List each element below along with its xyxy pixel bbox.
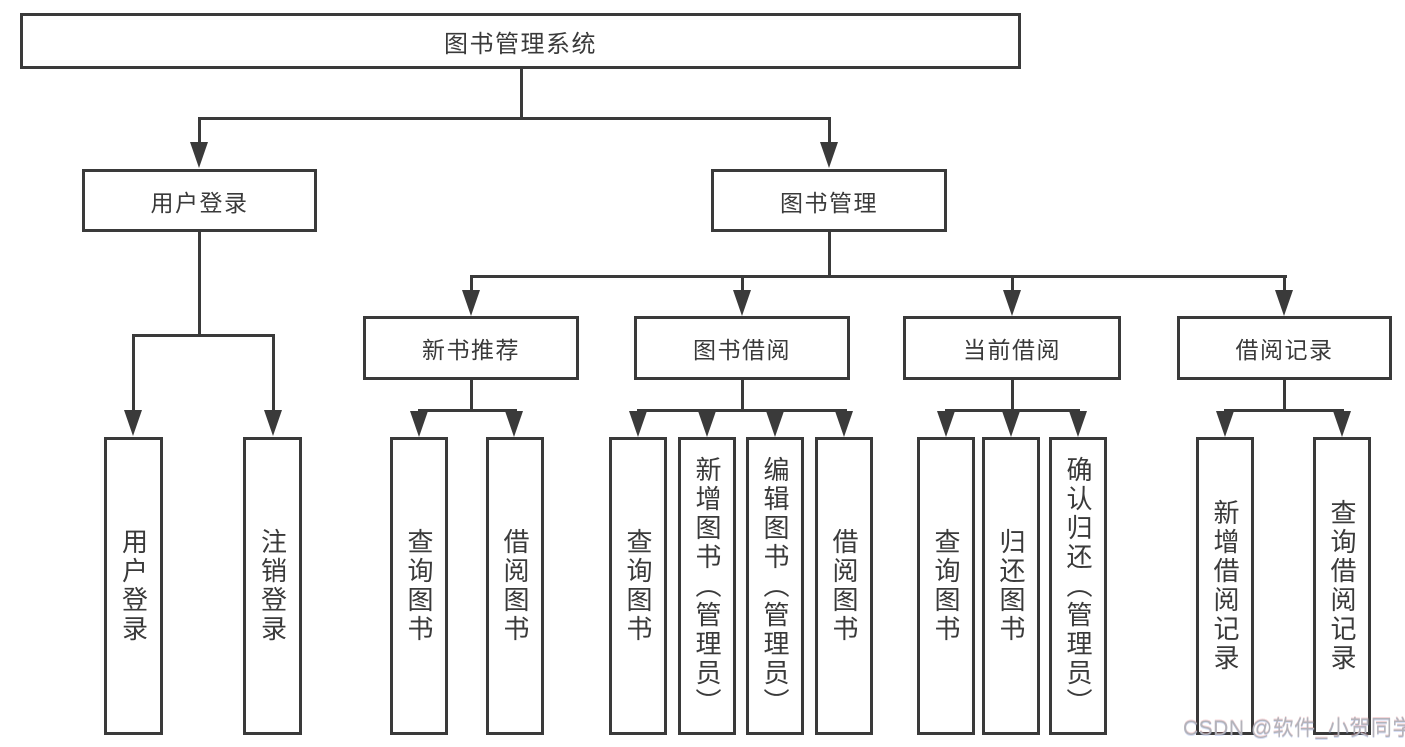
connector-leg-book-borrow — [740, 275, 744, 291]
node-label: 图书管理 — [780, 189, 878, 216]
node-label: 查询借阅记录 — [1327, 499, 1357, 673]
connector-user-login-branch — [131, 334, 275, 337]
connector-leg-current-borrow — [1010, 275, 1014, 291]
connector-borrow-records-stub — [1282, 380, 1286, 412]
connector-leg-borrow-records — [1282, 275, 1286, 291]
leaf-query-books-2: 查询图书 — [609, 437, 667, 735]
node-label: 借阅记录 — [1235, 337, 1334, 363]
arrowhead-query-books-3 — [937, 411, 955, 437]
connector-current-borrow-branch — [944, 409, 1080, 412]
arrowhead-add-book — [698, 411, 716, 437]
arrowhead-confirm-return — [1069, 411, 1087, 437]
node-borrowing-records: 借阅记录 — [1177, 316, 1392, 380]
node-label: 查询图书 — [931, 528, 961, 644]
node-label: 新增图书（管理员） — [692, 455, 722, 717]
connector-borrow-records-branch — [1223, 409, 1344, 412]
node-label: 注销登录 — [257, 528, 288, 644]
arrowhead-add-borrow-record — [1216, 411, 1234, 437]
arrowhead-query-borrow-record — [1333, 411, 1351, 437]
arrowhead-query-books-1 — [410, 411, 428, 437]
node-label: 确认归还（管理员） — [1063, 455, 1093, 717]
node-book-management: 图书管理 — [711, 169, 947, 232]
leaf-add-borrow-record: 新增借阅记录 — [1196, 437, 1254, 735]
node-current-borrowing: 当前借阅 — [903, 316, 1121, 380]
connector-new-book-rec-branch — [417, 409, 517, 412]
arrowhead-edit-book — [766, 411, 784, 437]
arrowhead-borrow-books-2 — [835, 411, 853, 437]
node-label: 用户登录 — [150, 189, 249, 216]
leaf-edit-book-admin: 编辑图书（管理员） — [746, 437, 804, 735]
connector-leg-user-login — [197, 117, 201, 143]
leaf-borrow-books-1: 借阅图书 — [486, 437, 544, 735]
node-label: 图书管理系统 — [444, 30, 597, 58]
node-label: 查询图书 — [623, 528, 653, 644]
connector-leg-new-book-rec — [469, 275, 473, 291]
leaf-query-books-1: 查询图书 — [390, 437, 448, 735]
leaf-query-books-3: 查询图书 — [917, 437, 975, 735]
arrowhead-book-mgmt — [820, 142, 838, 168]
connector-leg-leaf-logout — [271, 334, 275, 411]
arrowhead-leaf-logout — [264, 410, 282, 436]
connector-new-book-rec-stub — [469, 380, 473, 412]
connector-current-borrow-stub — [1010, 380, 1014, 412]
leaf-logout: 注销登录 — [243, 437, 302, 735]
node-library-management-system: 图书管理系统 — [20, 13, 1021, 69]
node-label: 归还图书 — [996, 528, 1026, 644]
connector-leg-leaf-user-login — [131, 334, 135, 411]
node-label: 编辑图书（管理员） — [760, 455, 790, 717]
leaf-return-book: 归还图书 — [982, 437, 1040, 735]
node-new-book-recommendation: 新书推荐 — [363, 316, 579, 380]
connector-root-stub — [519, 69, 523, 118]
arrowhead-new-book-rec — [462, 290, 480, 316]
arrowhead-leaf-user-login — [124, 410, 142, 436]
connector-level2-branch — [197, 117, 831, 120]
arrowhead-return-book — [1002, 411, 1020, 437]
node-label: 图书借阅 — [693, 337, 791, 363]
csdn-watermark: CSDN @软件_小贺同学 — [1183, 717, 1405, 740]
connector-user-login-stub — [197, 232, 201, 334]
node-label: 借阅图书 — [500, 528, 530, 644]
leaf-user-login: 用户登录 — [104, 437, 163, 735]
node-label: 新书推荐 — [422, 337, 520, 363]
leaf-add-book-admin: 新增图书（管理员） — [678, 437, 736, 735]
arrowhead-borrow-records — [1275, 290, 1293, 316]
arrowhead-current-borrow — [1003, 290, 1021, 316]
connector-book-mgmt-stub — [827, 232, 831, 275]
node-label: 当前借阅 — [963, 337, 1061, 363]
node-user-login: 用户登录 — [82, 169, 317, 232]
arrowhead-borrow-books-1 — [505, 411, 523, 437]
node-label: 查询图书 — [404, 528, 434, 644]
connector-book-borrow-stub — [740, 380, 744, 412]
connector-leg-book-mgmt — [827, 117, 831, 143]
arrowhead-query-books-2 — [629, 411, 647, 437]
leaf-borrow-books-2: 借阅图书 — [815, 437, 873, 735]
leaf-confirm-return-admin: 确认归还（管理员） — [1049, 437, 1107, 735]
connector-level3-branch — [469, 275, 1287, 278]
node-label: 借阅图书 — [829, 528, 859, 644]
arrowhead-user-login — [190, 142, 208, 168]
connector-book-borrow-branch — [636, 409, 847, 412]
leaf-query-borrow-record: 查询借阅记录 — [1313, 437, 1371, 735]
node-book-borrowing: 图书借阅 — [634, 316, 850, 380]
arrowhead-book-borrow — [733, 290, 751, 316]
node-label: 新增借阅记录 — [1210, 499, 1240, 673]
node-label: 用户登录 — [118, 528, 149, 644]
